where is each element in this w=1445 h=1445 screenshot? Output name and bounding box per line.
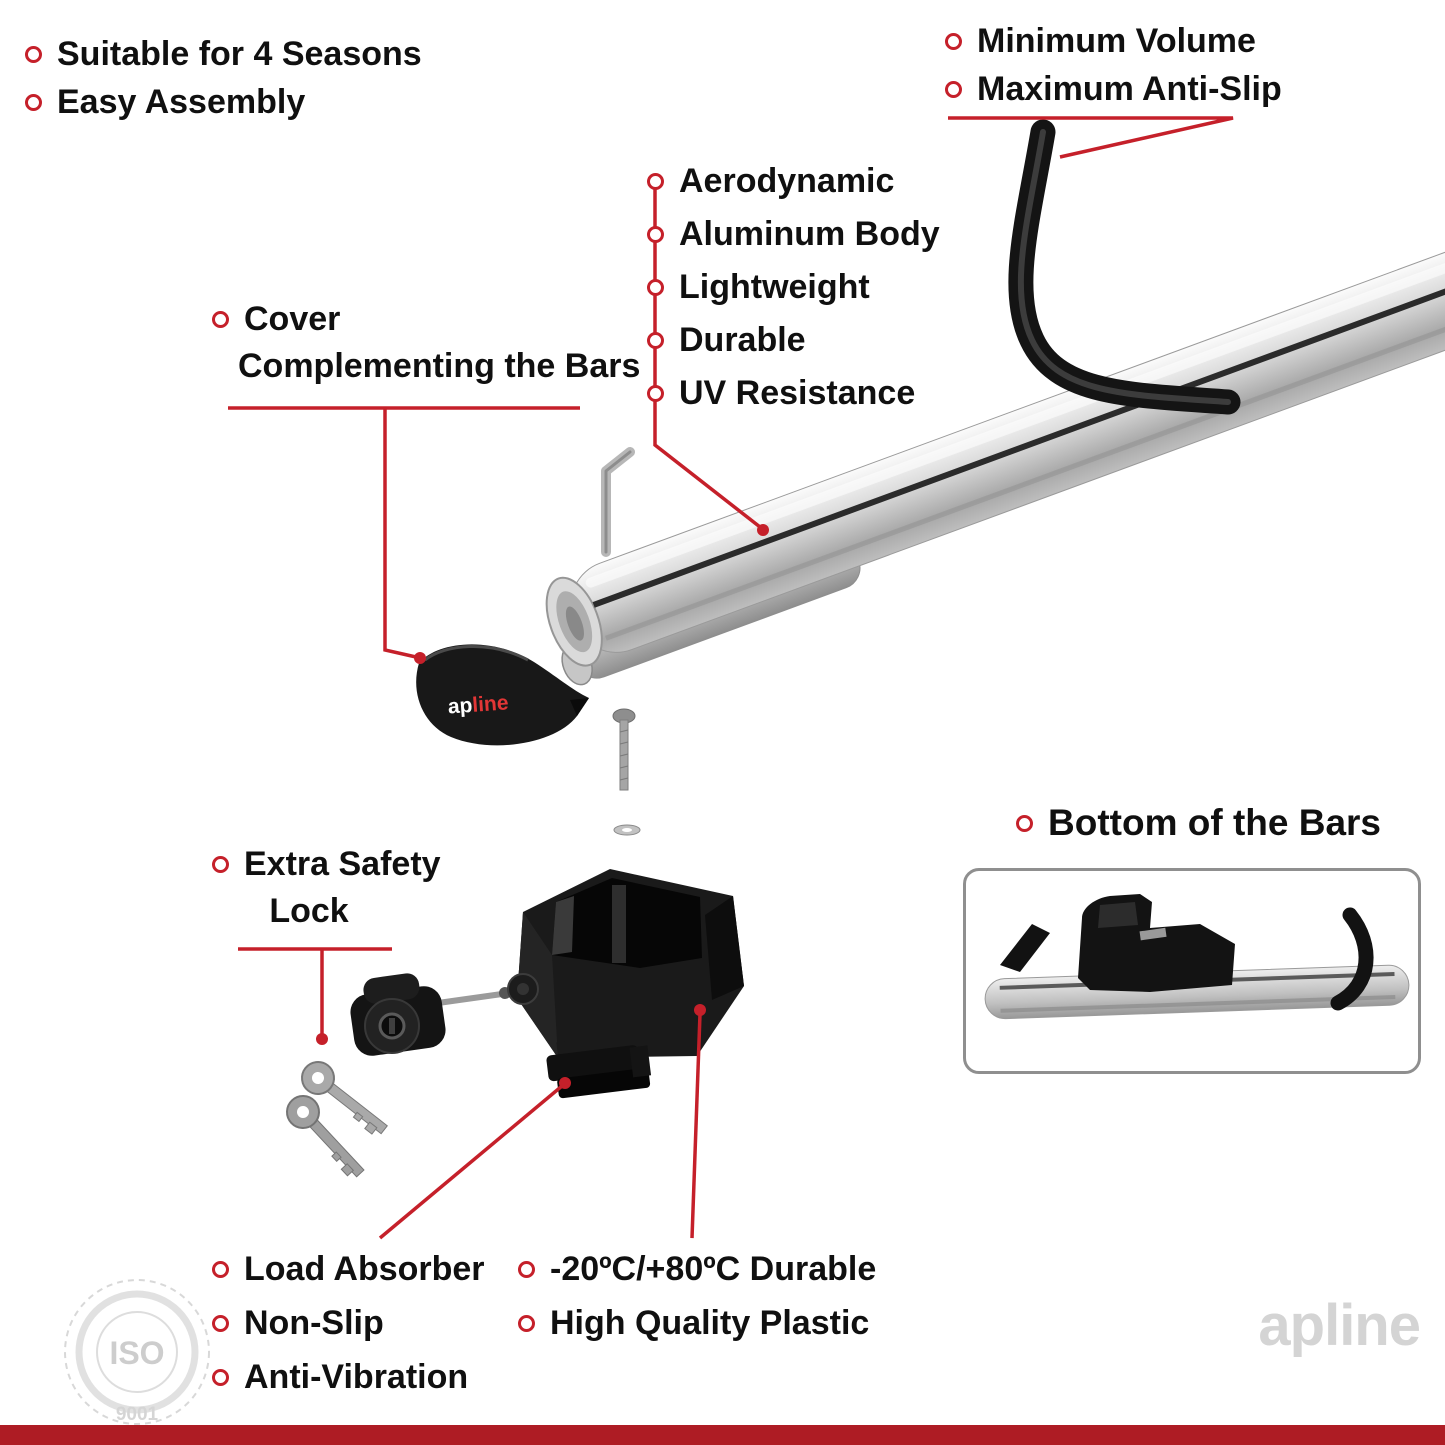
load-absorber-part <box>546 1033 652 1099</box>
bullet-icon <box>647 173 664 190</box>
callout-line: Lock <box>212 892 441 931</box>
feature-item: Aluminum Body <box>647 215 940 254</box>
feature-label: Maximum Anti-Slip <box>977 70 1282 108</box>
feature-list-top-left: Suitable for 4 Seasons Easy Assembly <box>25 35 422 122</box>
bullet-icon <box>212 311 229 328</box>
feature-item: Suitable for 4 Seasons <box>25 35 422 74</box>
bolt <box>612 708 636 791</box>
feature-label: High Quality Plastic <box>550 1304 870 1342</box>
absorber-dot <box>559 1077 571 1089</box>
bullet-icon <box>518 1315 535 1332</box>
feature-label: Durable <box>679 321 806 359</box>
feature-item: -20ºC/+80ºC Durable <box>518 1250 876 1289</box>
iso-label: ISO <box>109 1335 164 1371</box>
feature-label: UV Resistance <box>679 374 916 412</box>
bullet-icon <box>25 46 42 63</box>
feature-item: Easy Assembly <box>25 83 422 122</box>
inset-title: Bottom of the Bars <box>1016 802 1381 844</box>
feature-label: Lightweight <box>679 268 870 306</box>
feature-item: Minimum Volume <box>945 22 1282 61</box>
feature-label: Aerodynamic <box>679 162 895 200</box>
cover-art: apline <box>416 644 589 746</box>
feature-label: Aluminum Body <box>679 215 940 253</box>
feature-list-bottom-mid: -20ºC/+80ºC Durable High Quality Plastic <box>518 1250 876 1343</box>
cover-logo-ap: ap <box>447 694 473 719</box>
bullet-icon <box>212 856 229 873</box>
brand-watermark-label: apline <box>1258 1293 1421 1358</box>
feature-label: Easy Assembly <box>57 83 306 121</box>
bar-slot <box>592 269 1445 608</box>
bullet-icon <box>25 94 42 111</box>
feature-item: Non-Slip <box>212 1304 485 1343</box>
inset-title-label: Bottom of the Bars <box>1048 802 1381 843</box>
inset-strip-right <box>1330 907 1374 1011</box>
cover-logo-line: line <box>472 691 510 716</box>
callout-label: Complementing the Bars <box>238 347 641 385</box>
lock-dot <box>316 1033 328 1045</box>
footer-bar <box>0 1425 1445 1445</box>
clamp-bracket <box>517 869 744 1058</box>
lock-cylinder <box>350 973 539 1056</box>
bullet-icon <box>647 226 664 243</box>
keys <box>286 1061 388 1178</box>
bullet-icon <box>212 1369 229 1386</box>
bullet-icon <box>647 279 664 296</box>
bullet-icon <box>945 33 962 50</box>
rubber-strip <box>1008 119 1241 415</box>
connector-bar-features-line <box>653 185 762 529</box>
brand-watermark: apline <box>1185 1292 1421 1359</box>
bar-feature-list: Aerodynamic Aluminum Body Lightweight Du… <box>647 162 940 413</box>
bullet-icon <box>212 1315 229 1332</box>
cover-callout: Cover Complementing the Bars <box>212 300 640 386</box>
plastic-dot <box>694 1004 706 1016</box>
connector-absorber-line <box>378 1084 564 1240</box>
cover-dot <box>414 652 426 664</box>
bullet-icon <box>1016 814 1033 832</box>
feature-label: Suitable for 4 Seasons <box>57 35 422 73</box>
feature-label: Anti-Vibration <box>244 1358 469 1396</box>
feature-label: Minimum Volume <box>977 22 1256 60</box>
bullet-icon <box>647 332 664 349</box>
crossbar <box>545 248 1445 686</box>
feature-item: UV Resistance <box>647 374 940 413</box>
callout-line: Cover <box>212 300 640 339</box>
feature-item: Load Absorber <box>212 1250 485 1289</box>
lock-callout: Extra Safety Lock <box>212 845 441 931</box>
feature-item: Maximum Anti-Slip <box>945 70 1282 109</box>
connector-antislip-line <box>948 116 1234 159</box>
feature-list-top-right: Minimum Volume Maximum Anti-Slip <box>945 22 1282 109</box>
bullet-icon <box>945 81 962 98</box>
feature-item: High Quality Plastic <box>518 1304 876 1343</box>
bullet-icon <box>212 1261 229 1278</box>
iso-number: 9001 <box>116 1404 159 1425</box>
callout-line: Complementing the Bars <box>238 347 640 386</box>
bullet-icon <box>518 1261 535 1278</box>
feature-item: Durable <box>647 321 940 360</box>
cover-logo: apline <box>447 691 509 718</box>
connector-lines <box>228 116 1234 1240</box>
feature-list-bottom-left: Load Absorber Non-Slip Anti-Vibration <box>212 1250 485 1397</box>
callout-label: Extra Safety <box>244 845 441 883</box>
feature-item: Aerodynamic <box>647 162 940 201</box>
inset-strip-left <box>1000 924 1050 972</box>
callout-label: Cover <box>244 300 341 338</box>
bar-dot <box>757 524 769 536</box>
bar-highlight <box>585 249 1445 588</box>
feature-label: Load Absorber <box>244 1250 485 1288</box>
bullet-icon <box>647 385 664 402</box>
feature-item: Lightweight <box>647 268 940 307</box>
connector-cover-line <box>383 408 417 659</box>
washer <box>613 824 641 836</box>
feature-label: Non-Slip <box>244 1304 384 1342</box>
allen-key <box>601 447 635 557</box>
connector-plastic-line <box>690 1013 702 1239</box>
callout-label: Lock <box>269 892 349 930</box>
inset-drawing <box>984 894 1410 1020</box>
feature-item: Anti-Vibration <box>212 1358 485 1397</box>
callout-line: Extra Safety <box>212 845 441 884</box>
iso-badge: ISO 9001 <box>64 1279 210 1425</box>
inset-panel <box>963 868 1421 1074</box>
feature-label: -20ºC/+80ºC Durable <box>550 1250 877 1288</box>
